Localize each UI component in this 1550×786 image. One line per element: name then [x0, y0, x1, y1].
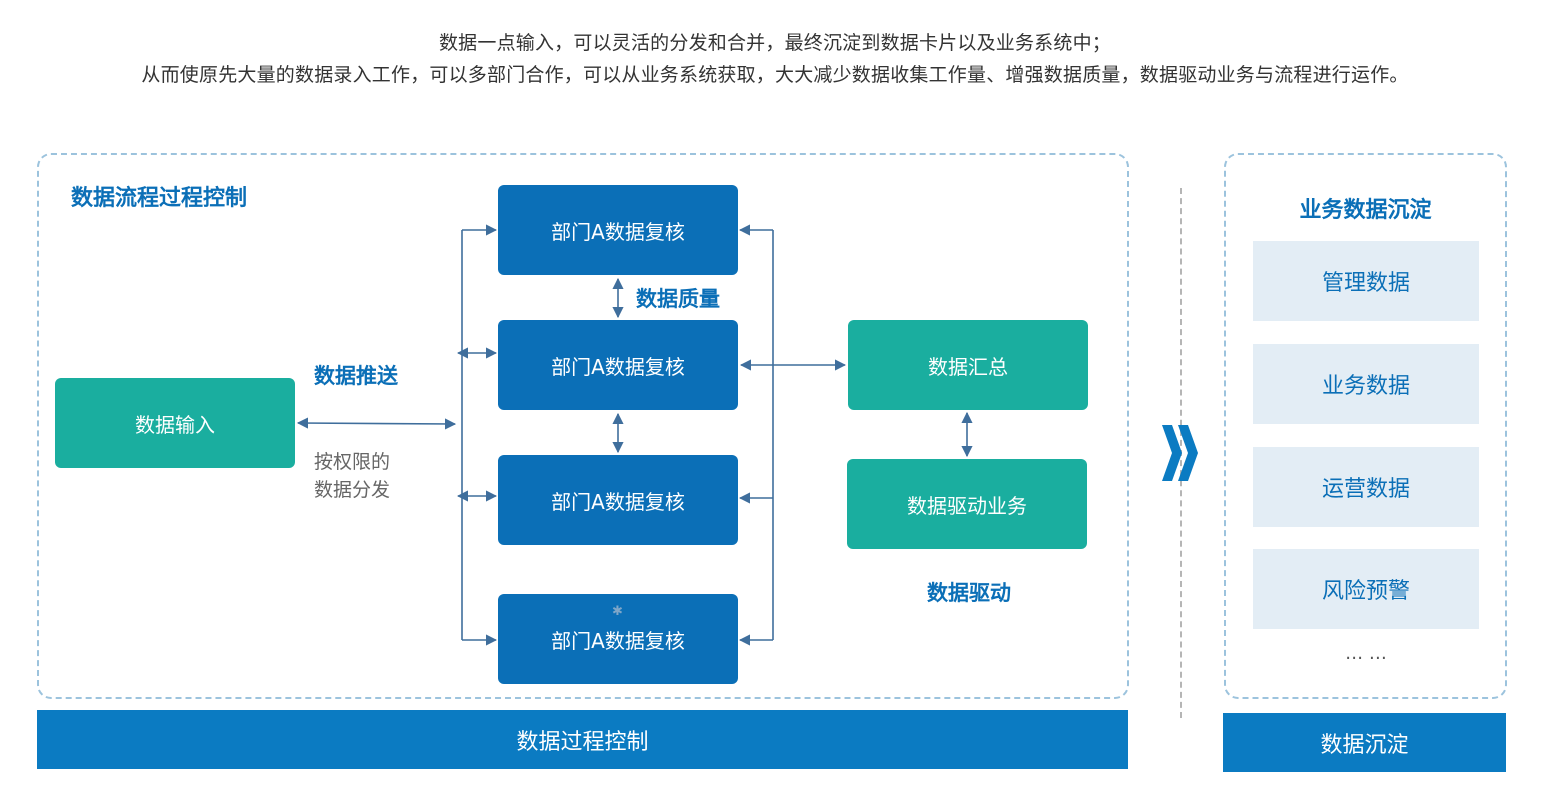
marker-dot: ✱	[612, 604, 623, 619]
process-control-title: 数据流程过程控制	[71, 186, 248, 211]
data-sediment-footer: 数据沉淀	[1223, 713, 1506, 772]
input-push-arrow	[296, 417, 457, 430]
more-ellipsis: … …	[1345, 643, 1387, 664]
data-driven-label: 数据驱动	[927, 581, 1011, 605]
data-quality-label: 数据质量	[636, 287, 720, 311]
card-business-data: 业务数据	[1253, 344, 1479, 424]
process-control-panel	[37, 153, 1129, 699]
card-operation-data: 运营数据	[1253, 447, 1479, 527]
distribute-note-line2: 数据分发	[314, 479, 391, 501]
data-sediment-panel	[1224, 153, 1507, 699]
review-box-4: 部门A数据复核	[498, 594, 738, 684]
double-chevron-icon	[1162, 425, 1198, 481]
distribute-note: 按权限的 数据分发	[314, 448, 390, 504]
process-control-footer: 数据过程控制	[37, 710, 1128, 769]
intro-line-1: 数据一点输入，可以灵活的分发和合并，最终沉淀到数据卡片以及业务系统中；	[438, 32, 1111, 54]
data-input-box: 数据输入	[55, 378, 295, 468]
intro-line-2: 从而使原先大量的数据录入工作，可以多部门合作，可以从业务系统获取，大大减少数据收…	[141, 64, 1409, 86]
distribute-note-line1: 按权限的	[314, 451, 391, 473]
card-management-data: 管理数据	[1253, 241, 1479, 321]
review-box-1: 部门A数据复核	[498, 185, 738, 275]
data-driven-business-box: 数据驱动业务	[847, 459, 1087, 549]
data-summary-box: 数据汇总	[848, 320, 1088, 410]
data-push-label: 数据推送	[314, 364, 398, 388]
card-risk-warning: 风险预警	[1253, 549, 1479, 629]
review-box-3: 部门A数据复核	[498, 455, 738, 545]
sediment-title: 业务数据沉淀	[1299, 198, 1432, 223]
review-box-2: 部门A数据复核	[498, 320, 738, 410]
